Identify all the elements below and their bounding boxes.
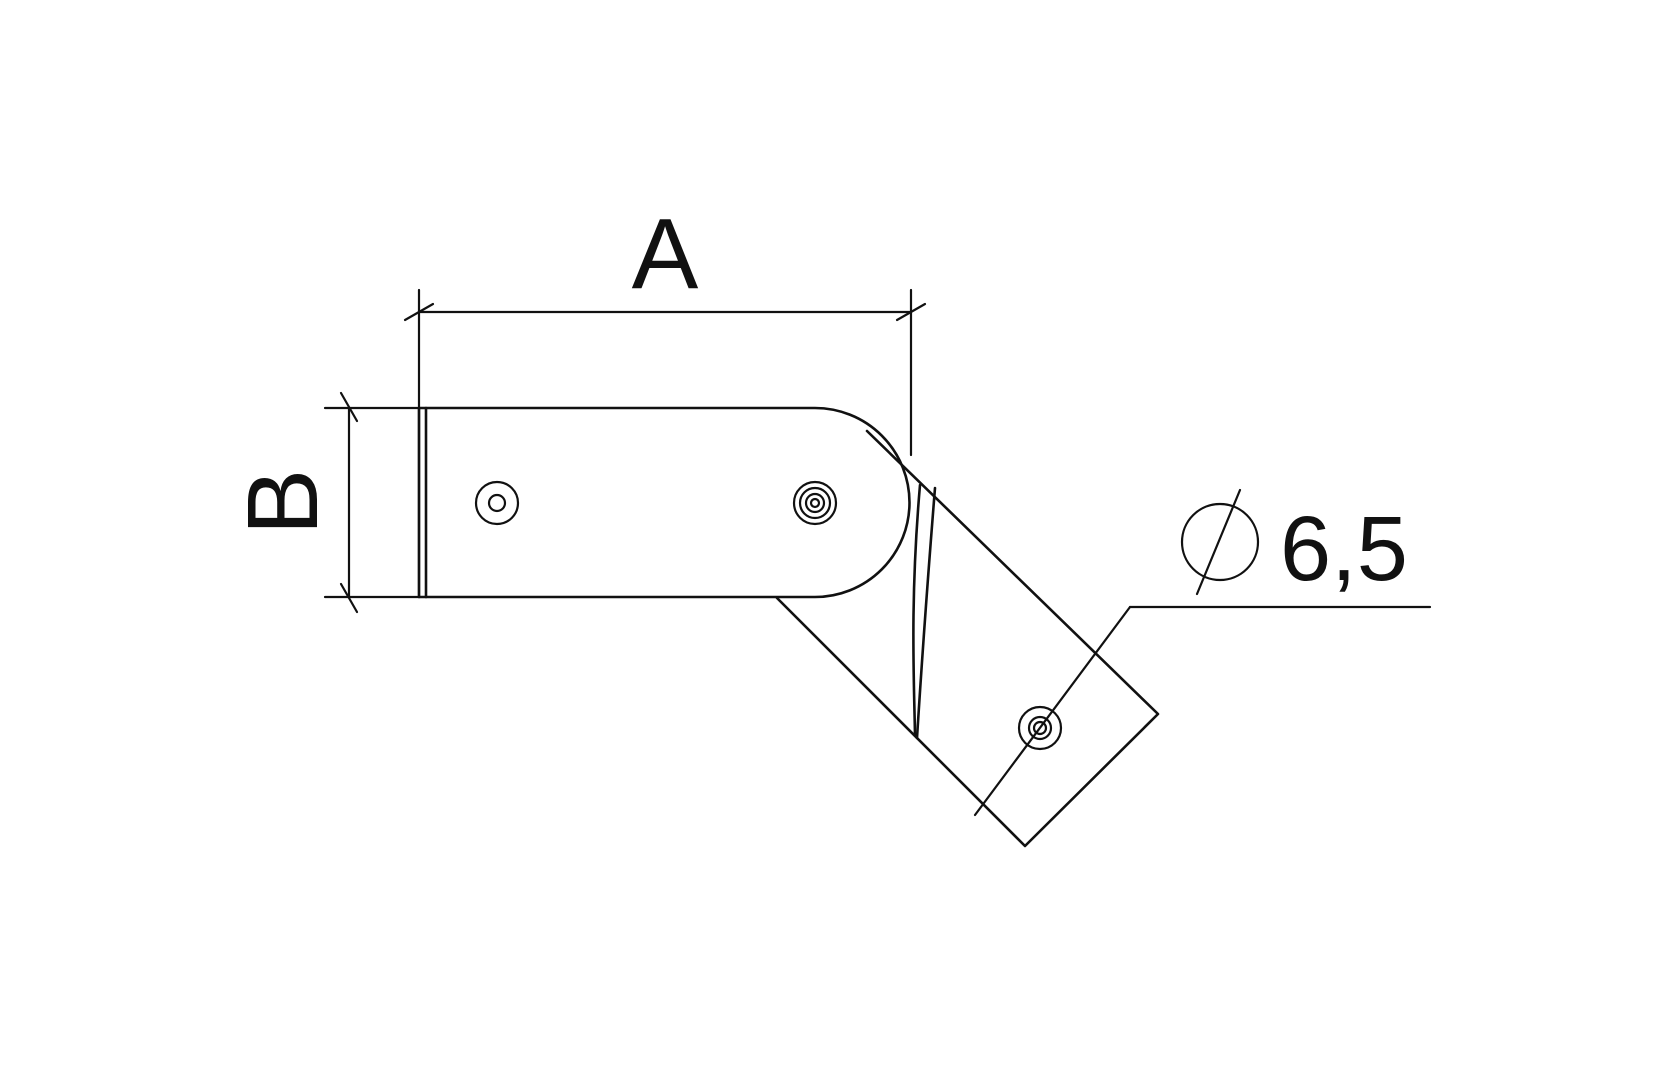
dimension-a-label: A: [632, 198, 699, 310]
hole-diameter-label: 6,5: [1280, 498, 1408, 600]
mounting-hole-left: [474, 480, 520, 526]
dimension-a: A: [403, 198, 927, 599]
dimension-b-label: B: [227, 469, 339, 536]
straight-plate: [417, 406, 911, 599]
mounting-hole-right: [792, 480, 838, 526]
diameter-symbol: [1180, 502, 1260, 582]
mounting-hole-swivel: [1017, 705, 1063, 751]
swivel-plate: [775, 429, 1160, 848]
dimension-b: B: [227, 391, 422, 614]
hole-diameter-callout: 6,5: [973, 488, 1432, 817]
